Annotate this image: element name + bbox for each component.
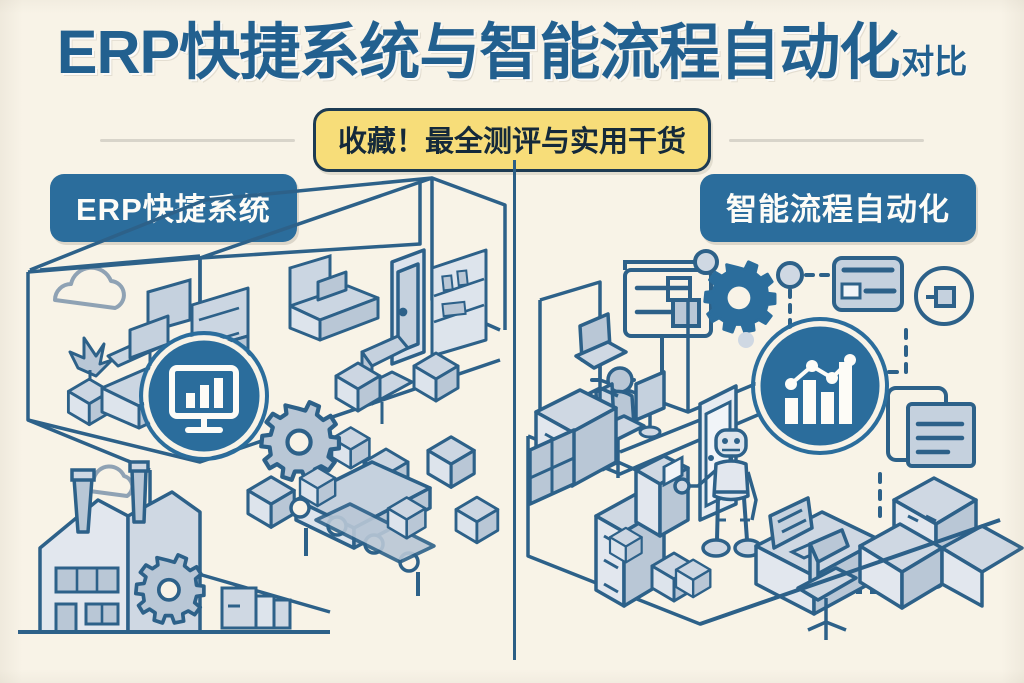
document-card	[886, 386, 976, 468]
doorway	[390, 248, 426, 366]
bar-chart-line-icon	[751, 317, 889, 455]
factory-building	[38, 460, 206, 634]
gear-icon-right	[703, 260, 777, 334]
center-divider	[513, 160, 516, 660]
office-chair-right	[796, 528, 858, 640]
potted-plant	[66, 336, 114, 427]
crate-bottom-left	[220, 586, 292, 630]
page-title-main: ERP快捷系统与智能流程自动化	[56, 18, 900, 86]
monitor-bar-chart-icon	[139, 331, 269, 461]
window-right	[528, 428, 576, 506]
section-badge-automation: 智能流程自动化	[700, 174, 976, 242]
section-badge-erp: ERP快捷系统	[50, 174, 297, 242]
subtitle-row: 收藏！最全测评与实用干货	[0, 108, 1024, 172]
page-title: ERP快捷系统与智能流程自动化对比	[0, 20, 1024, 84]
stacked-pallet-boxes	[858, 476, 1024, 610]
humanoid-robot	[673, 428, 763, 558]
subtitle-badge: 收藏！最全测评与实用干货	[312, 108, 711, 172]
page-title-suffix: 对比	[901, 43, 968, 80]
circled-node-icon	[914, 266, 974, 326]
office-desk-cluster	[288, 270, 380, 342]
flowchart-card	[623, 249, 719, 372]
bookcase	[430, 248, 488, 358]
office-room-isometric	[26, 180, 501, 614]
gear-icon-left	[261, 402, 339, 480]
subtitle-rule-left	[99, 138, 295, 142]
ui-list-card	[832, 256, 904, 312]
subtitle-rule-right	[729, 138, 924, 142]
left-scene	[18, 176, 507, 634]
office-chair-upper	[574, 312, 628, 404]
cloud-icon	[53, 265, 126, 310]
ground-line-right	[699, 518, 1001, 626]
conveyor-belt	[289, 460, 436, 596]
right-scene	[526, 249, 1024, 640]
